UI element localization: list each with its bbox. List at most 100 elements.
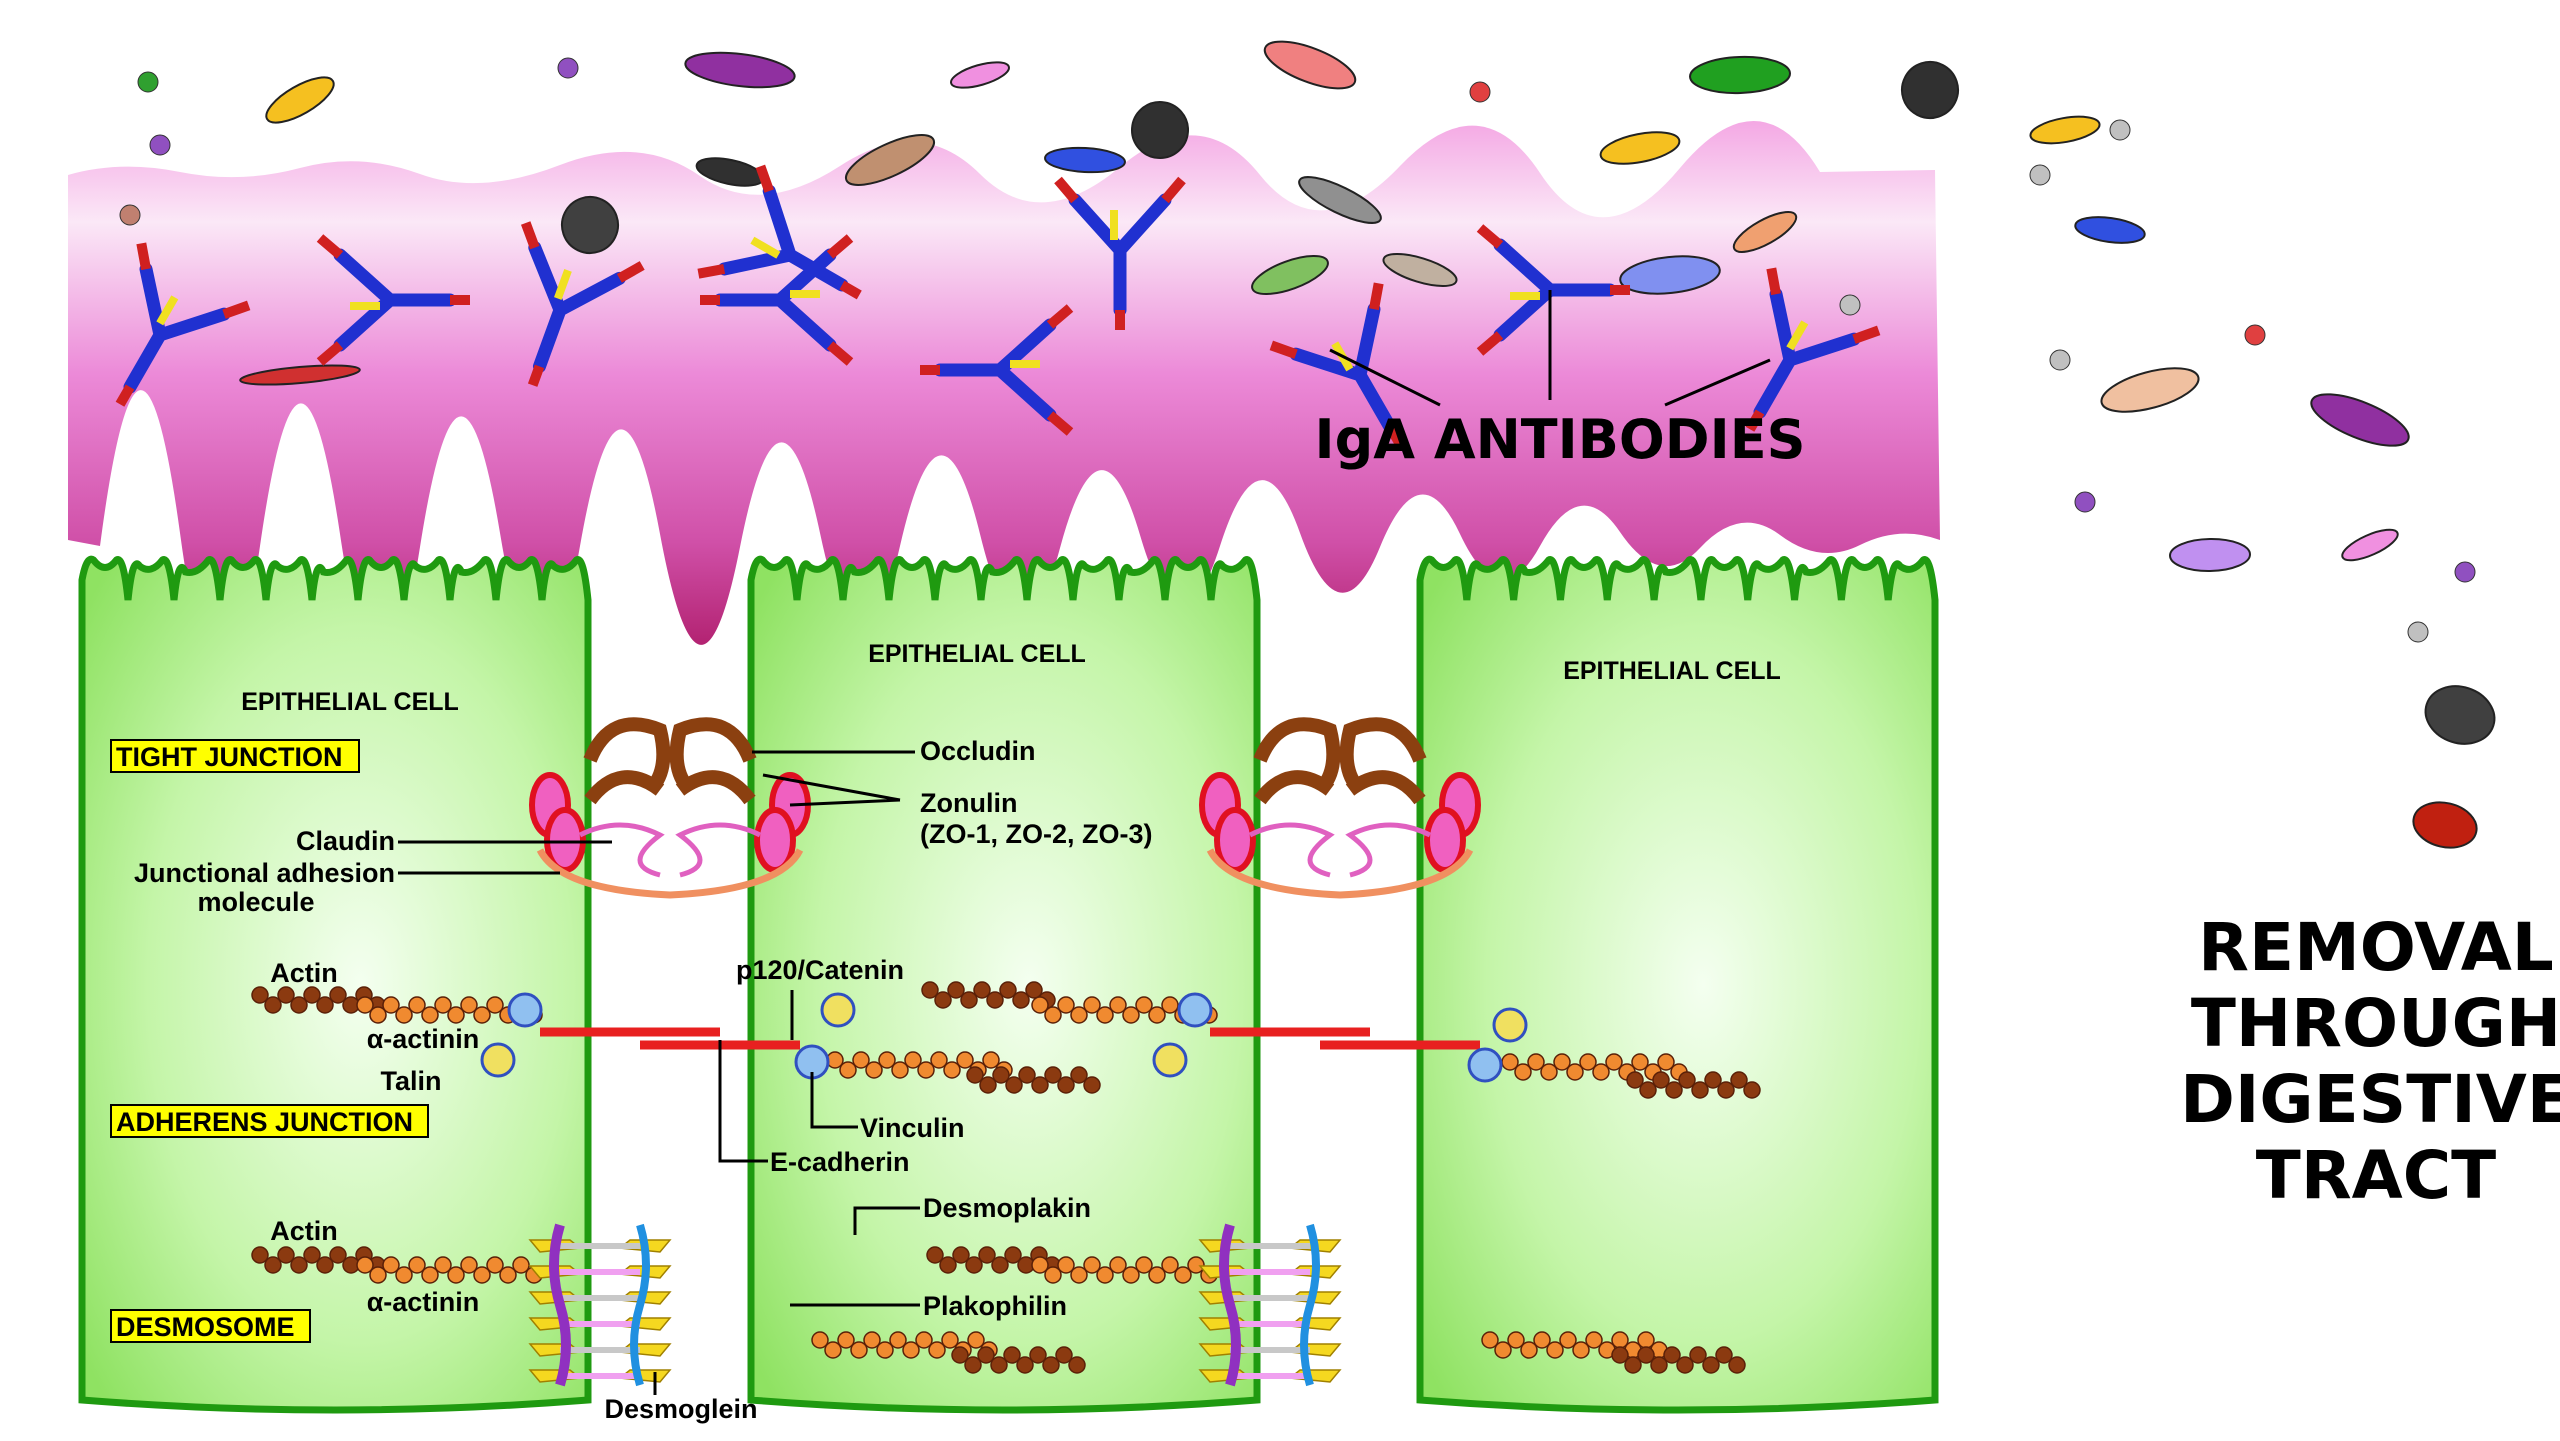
actin-icon [1626, 1071, 1644, 1089]
actin-icon [1743, 1081, 1761, 1099]
bacterium-icon [1599, 131, 1681, 165]
antibody-tip [700, 234, 854, 366]
vinculin-label: Vinculin [860, 1113, 965, 1143]
antibody-arm [123, 262, 231, 394]
iga-antibody-icon [115, 242, 251, 407]
jam-label-line1: Junctional adhesion [134, 858, 395, 888]
actin-icon [290, 1256, 308, 1274]
alpha-actinin-icon [1096, 1266, 1114, 1284]
actin-icon [979, 1076, 997, 1094]
tight-junction-complex [1199, 717, 1481, 899]
bacterium-icon [1382, 253, 1458, 287]
alpha-actinin-icon [434, 996, 452, 1014]
alpha-actinin-icon [956, 1051, 974, 1069]
alpha-actinin-icon [1540, 1063, 1558, 1081]
alpha-actinin-icon [1083, 996, 1101, 1014]
actin-icon [303, 1246, 321, 1264]
bacterium-icon [1689, 55, 1791, 95]
alpha-actinin-icon [865, 1061, 883, 1079]
bacterium-icon [239, 364, 361, 386]
removal-line-2: THROUGH [2191, 985, 2560, 1062]
actin-icon [303, 986, 321, 1004]
actin-icon [1639, 1081, 1657, 1099]
claudin-label: Claudin [296, 826, 395, 856]
actin-icon [964, 1356, 982, 1374]
iga-antibody-icon [316, 234, 470, 366]
actin-icon [1025, 981, 1043, 999]
bacterium-icon [1251, 255, 1329, 295]
actin-icon [921, 981, 939, 999]
alpha-actinin-icon [1070, 1006, 1088, 1024]
actin-icon [947, 981, 965, 999]
desmoglein-label: Desmoglein [604, 1394, 757, 1424]
actin-icon [1715, 1346, 1733, 1364]
alpha-actinin-icon [876, 1341, 894, 1359]
particle-icon [137, 71, 159, 93]
antibody-j-chain [1786, 320, 1809, 351]
bacterium-icon [2074, 216, 2146, 244]
iga-antibody-icon [1269, 282, 1405, 447]
alpha-actinin-icon [1631, 1053, 1649, 1071]
alpha-actinin-icon [1657, 1053, 1675, 1071]
alpha-actinin-icon [369, 1006, 387, 1024]
bacterium-icon [2169, 537, 2251, 573]
desmosome-label: DESMOSOME [116, 1312, 295, 1342]
alpha-actinin-icon [473, 1006, 491, 1024]
desmosome-box [110, 1309, 311, 1343]
alpha-actinin-icon [1572, 1341, 1590, 1359]
bacterium-icon [2424, 685, 2496, 745]
particle-icon [557, 57, 579, 79]
actin-icon [264, 1256, 282, 1274]
alpha-actinin-icon [1553, 1053, 1571, 1071]
bacterium-icon [2412, 801, 2478, 849]
iga-antibody-icon [1054, 176, 1186, 330]
alpha-actinin-icon [447, 1266, 465, 1284]
actin-icon [251, 986, 269, 1004]
actin-label-1: Actin [270, 958, 338, 988]
epithelial-cell-label-2: EPITHELIAL CELL [868, 640, 1086, 668]
actin-icon [277, 986, 295, 1004]
alpha-actinin-icon [1174, 1266, 1192, 1284]
alpha-actinin-icon [1135, 1256, 1153, 1274]
alpha-actinin-icon [1031, 1256, 1049, 1274]
particle-icon [2454, 561, 2476, 583]
antibody-arm [1493, 238, 1617, 342]
antibody-arm [1753, 287, 1861, 419]
alpha-actinin-icon [382, 1256, 400, 1274]
alpha-actinin-label-1: α-actinin [367, 1024, 480, 1054]
zonulin-label: Zonulin [920, 788, 1017, 818]
alpha-actinin-icon [915, 1331, 933, 1349]
antibody-arm [1289, 302, 1397, 434]
alpha-actinin-icon [1187, 1256, 1205, 1274]
actin-icon [1717, 1081, 1735, 1099]
bacterium-icon [265, 76, 335, 124]
actin-icon [934, 991, 952, 1009]
actin-icon [1083, 1076, 1101, 1094]
alpha-actinin-icon [486, 996, 504, 1014]
actin-label-2: Actin [270, 1216, 338, 1246]
iga-antibody-icon [697, 164, 862, 300]
alpha-actinin-icon [1057, 1256, 1075, 1274]
alpha-actinin-icon [917, 1061, 935, 1079]
antibody-arm [528, 241, 626, 373]
actin-icon [1012, 991, 1030, 1009]
desmoplakin-icon [549, 1223, 571, 1387]
alpha-actinin-icon [878, 1051, 896, 1069]
antibody-tip [520, 221, 645, 387]
alpha-actinin-icon [1592, 1063, 1610, 1081]
alpha-actinin-icon [1109, 1256, 1127, 1274]
alpha-actinin-icon [408, 1256, 426, 1274]
alpha-actinin-icon [863, 1331, 881, 1349]
actin-icon [951, 1346, 969, 1364]
iga-antibody-icon [920, 304, 1074, 436]
actin-icon [1652, 1071, 1670, 1089]
alpha-actinin-icon [512, 1256, 530, 1274]
actin-icon [1005, 1076, 1023, 1094]
alpha-actinin-icon [1520, 1341, 1538, 1359]
actin-icon [1728, 1356, 1746, 1374]
alpha-actinin-icon [369, 1266, 387, 1284]
alpha-actinin-icon [930, 1051, 948, 1069]
actin-icon [1031, 1076, 1049, 1094]
talin-label: Talin [380, 1066, 441, 1096]
actin-icon [1650, 1356, 1668, 1374]
